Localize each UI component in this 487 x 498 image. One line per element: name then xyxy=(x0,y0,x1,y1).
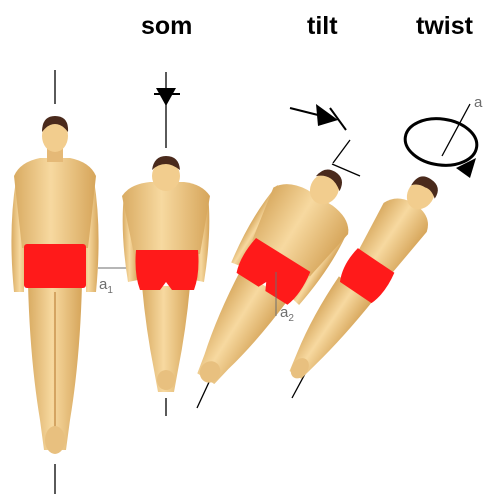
twist-ellipse-icon xyxy=(402,114,480,178)
label-a1-sub: 1 xyxy=(107,285,113,296)
label-a-twist: a xyxy=(474,94,482,111)
arrow-down-icon xyxy=(154,88,180,106)
label-a2-sub: 2 xyxy=(288,313,294,324)
swim-trunks xyxy=(24,244,86,288)
torso xyxy=(122,182,210,254)
feet xyxy=(45,426,65,454)
label-a1: a1 xyxy=(99,276,113,296)
torso xyxy=(14,158,96,248)
twist-axis-line xyxy=(442,104,470,156)
label-a2: a2 xyxy=(280,304,294,324)
feet xyxy=(157,370,175,390)
diver-figure-straight xyxy=(11,70,136,494)
swim-trunks xyxy=(136,250,199,290)
diver-figure-som xyxy=(122,72,210,416)
tilt-axis-line xyxy=(333,140,350,163)
tilt-axis-line-bottom xyxy=(197,380,210,408)
